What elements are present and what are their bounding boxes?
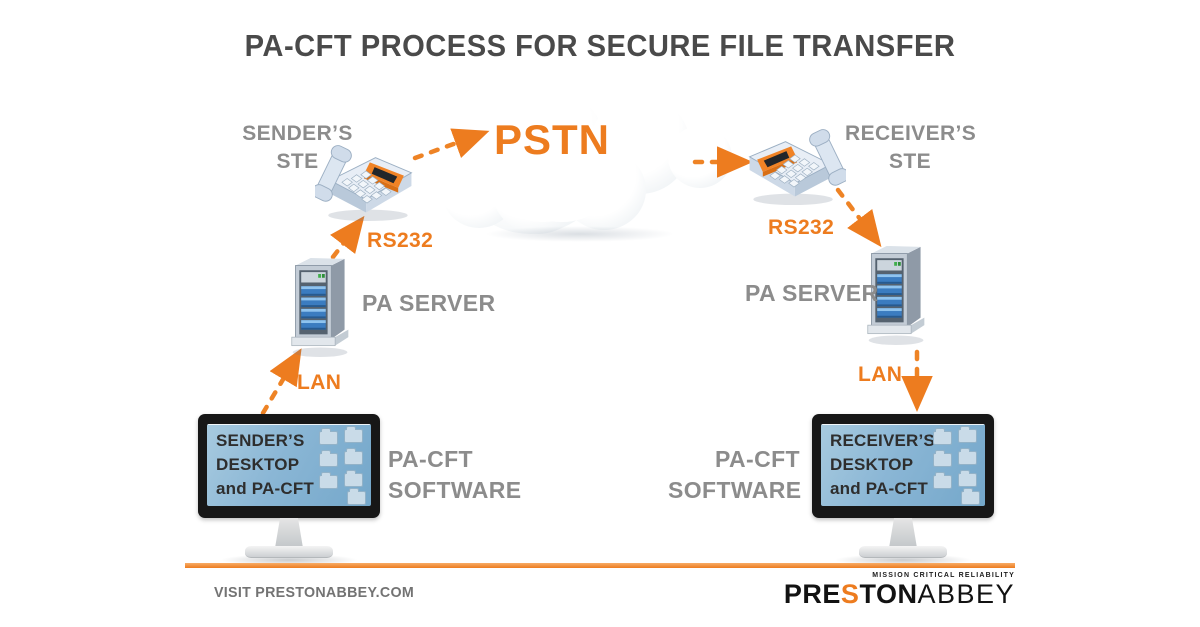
sender-desktop-screen: SENDER’S DESKTOP and PA-CFT: [207, 424, 371, 506]
folder-icon: [958, 470, 977, 487]
phone-handset-icon: [315, 145, 352, 202]
server-base: [291, 336, 336, 347]
phone-keypad: [341, 170, 392, 204]
monitor-stand: [275, 518, 303, 548]
folder-icon: [347, 488, 366, 505]
folder-icon: [958, 448, 977, 465]
sender-ste-phone-icon: [315, 145, 413, 222]
folder-icon: [933, 472, 952, 489]
logo-part-ton: TON: [859, 579, 918, 609]
cloud-shadow: [485, 226, 675, 242]
pstn-label: PSTN: [494, 116, 611, 163]
logo-part-s: S: [840, 579, 860, 609]
receiver-software-label: PA-CFT SOFTWARE: [668, 446, 802, 503]
folder-icon: [958, 426, 977, 443]
prestonabbey-logo: MISSION CRITICAL RELIABILITY PRESTONABBE…: [760, 572, 1015, 608]
folder-icon: [344, 448, 363, 465]
sender-pa-server-icon: [291, 257, 349, 357]
monitor-frame: RECEIVER’S DESKTOP and PA-CFT: [812, 414, 994, 518]
sender-software-label: PA-CFT SOFTWARE: [388, 446, 522, 503]
cloud-core: [510, 138, 614, 222]
logo-tagline: MISSION CRITICAL RELIABILITY: [872, 572, 1015, 579]
sender-lan-label: LAN: [297, 371, 342, 394]
footer-divider: [185, 563, 1015, 568]
folder-icon: [933, 428, 952, 445]
receiver-lan-label: LAN: [858, 363, 903, 386]
receiver-desktop-icon: RECEIVER’S DESKTOP and PA-CFT: [812, 414, 994, 566]
logo-wordmark: PRESTONABBEY: [784, 579, 1015, 609]
sender-pa-server-label: PA SERVER: [362, 290, 496, 316]
receiver-pa-server-icon: [867, 245, 925, 345]
cloud-puff: [668, 126, 732, 188]
arrow-senderserver-to-phone: [330, 215, 365, 260]
folder-icon: [961, 488, 980, 505]
receiver-ste-label: RECEIVER’S STE: [845, 122, 977, 173]
sender-desktop-screen-text: SENDER’S DESKTOP and PA-CFT: [216, 431, 315, 498]
folder-icon: [933, 450, 952, 467]
sender-desktop-icon: SENDER’S DESKTOP and PA-CFT: [198, 414, 380, 566]
folder-icon: [319, 450, 338, 467]
logo-part-pre: PRE: [783, 579, 841, 609]
folder-icon: [319, 472, 338, 489]
logo-part-abbey: ABBEY: [917, 579, 1015, 609]
server-side: [331, 258, 345, 340]
server-drive-bays: [877, 274, 902, 318]
sender-rs232-label: RS232: [367, 229, 434, 252]
monitor-stand: [889, 518, 917, 548]
monitor-frame: SENDER’S DESKTOP and PA-CFT: [198, 414, 380, 518]
receiver-desktop-screen-text: RECEIVER’S DESKTOP and PA-CFT: [830, 431, 935, 498]
phone-keypad: [769, 154, 820, 188]
folder-icon: [344, 426, 363, 443]
receiver-rs232-label: RS232: [768, 216, 835, 239]
folder-icon: [319, 428, 338, 445]
phone-front-left: [330, 180, 367, 213]
page-title: PA-CFT PROCESS FOR SECURE FILE TRANSFER: [0, 28, 1200, 64]
server-drive-bays: [301, 286, 326, 330]
monitor-base: [859, 546, 947, 558]
phone-handset-icon: [809, 129, 846, 186]
phone-display-icon: [371, 167, 398, 184]
folder-icon: [344, 470, 363, 487]
page-title-text: PA-CFT PROCESS FOR SECURE FILE TRANSFER: [244, 28, 956, 63]
pstn-cloud-icon: PSTN: [430, 76, 745, 246]
monitor-base: [245, 546, 333, 558]
receiver-ste-phone-icon: [748, 129, 846, 206]
sender-ste-label: SENDER’S STE: [242, 122, 353, 173]
receiver-pa-server-label: PA SERVER: [745, 280, 879, 306]
server-top: [295, 257, 345, 266]
receiver-desktop-screen: RECEIVER’S DESKTOP and PA-CFT: [821, 424, 985, 506]
visit-link[interactable]: VISIT PRESTONABBEY.COM: [214, 584, 415, 601]
arrow-senderdesktop-to-server: [260, 348, 302, 416]
